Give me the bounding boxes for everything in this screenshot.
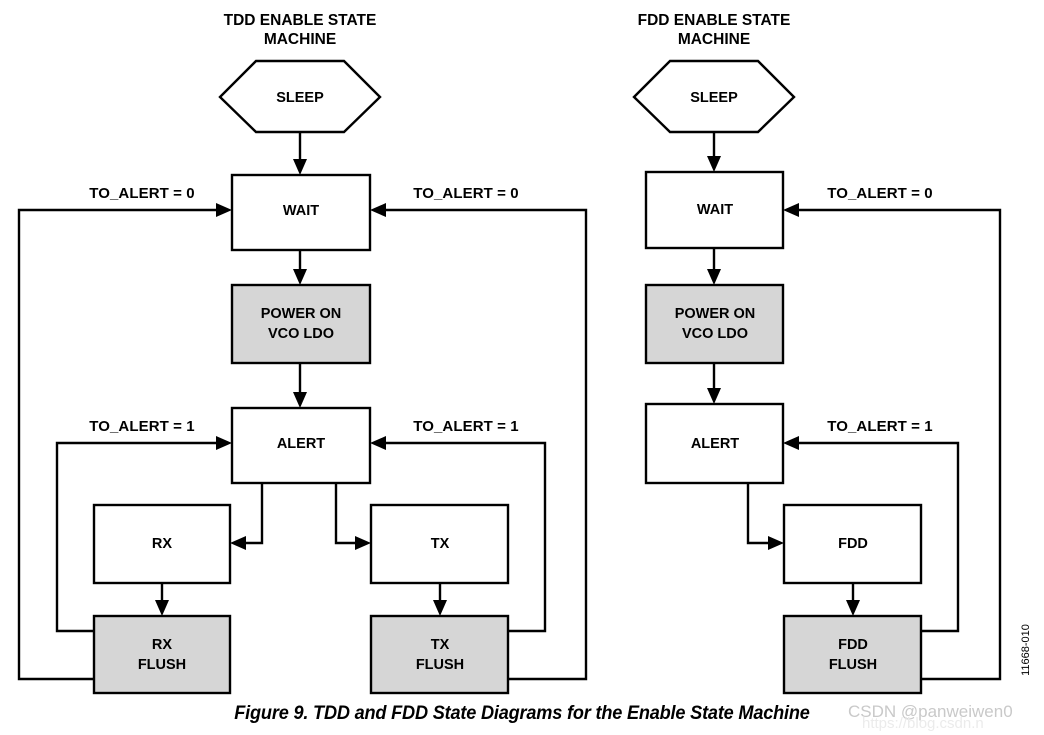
tdd-arrow-sleep-to-wait [293, 159, 307, 175]
fdd-arrow-poweron-to-alert [707, 388, 721, 404]
tdd-tx-label: TX [431, 536, 450, 552]
tdd-arrow-rxflush-to-alert [216, 436, 232, 450]
tdd-poweron-label-line2: VCO LDO [268, 326, 334, 342]
fdd-edge-label-alert-right: TO_ALERT = 1 [827, 418, 933, 435]
fdd-arrow-fddflush-to-alert [783, 436, 799, 450]
fdd-fddflush-label-line1: FDD [838, 637, 868, 653]
tdd-state-wait[interactable] [230, 173, 372, 252]
fdd-sleep-label: SLEEP [690, 90, 738, 106]
fdd-state-fdd[interactable] [782, 503, 923, 585]
tdd-edge-txflush-to-alert [382, 441, 547, 633]
tdd-arrow-txflush-to-alert [370, 436, 386, 450]
tdd-arrow-alert-to-tx [355, 536, 371, 550]
tdd-alert-label: ALERT [277, 436, 325, 452]
fdd-edge-fddflush-to-wait [795, 208, 1002, 681]
fdd-state-sleep[interactable] [632, 59, 796, 134]
tdd-state-rx[interactable] [92, 503, 232, 585]
tdd-arrow-rxflush-to-wait [216, 203, 232, 217]
tdd-txflush-label-line1: TX [431, 637, 450, 653]
figure-caption: Figure 9. TDD and FDD State Diagrams for… [234, 702, 810, 724]
tdd-rxflush-label-line1: RX [152, 637, 172, 653]
tdd-txflush-label-line2: FLUSH [416, 657, 464, 673]
tdd-edge-label-alert-left: TO_ALERT = 1 [89, 418, 195, 435]
fdd-title-line1: FDD ENABLE STATE [638, 12, 791, 29]
fdd-state-fdd-flush[interactable] [782, 614, 923, 695]
tdd-state-sleep[interactable] [218, 59, 382, 134]
fdd-state-power-on-vco-ldo[interactable] [644, 283, 785, 365]
fdd-arrow-fdd-to-fddflush [846, 600, 860, 616]
fdd-fdd-label: FDD [838, 536, 868, 552]
fdd-arrow-fddflush-to-wait [783, 203, 799, 217]
fdd-wait-label: WAIT [697, 202, 733, 218]
tdd-edge-alert-to-rx [242, 483, 264, 545]
tdd-arrow-txflush-to-wait [370, 203, 386, 217]
tdd-sleep-label: SLEEP [276, 90, 324, 106]
tdd-state-machine: TDD ENABLE STATE MACHINE SLEEP WAIT POWE… [17, 12, 588, 695]
tdd-edge-txflush-to-wait [382, 208, 588, 681]
fdd-fddflush-label-line2: FLUSH [829, 657, 877, 673]
fdd-state-machine: FDD ENABLE STATE MACHINE SLEEP WAIT POWE… [632, 12, 1002, 695]
fdd-arrow-alert-to-fdd [768, 536, 784, 550]
tdd-edge-label-alert-right: TO_ALERT = 1 [413, 418, 519, 435]
tdd-title-line1: TDD ENABLE STATE [224, 12, 377, 29]
tdd-state-tx-flush[interactable] [369, 614, 510, 695]
tdd-rx-label: RX [152, 536, 172, 552]
tdd-arrow-poweron-to-alert [293, 392, 307, 408]
fdd-alert-label: ALERT [691, 436, 739, 452]
tdd-arrow-rx-to-rxflush [155, 600, 169, 616]
tdd-arrow-wait-to-poweron [293, 269, 307, 285]
tdd-arrow-alert-to-rx [230, 536, 246, 550]
tdd-state-rx-flush[interactable] [92, 614, 232, 695]
fdd-state-alert[interactable] [644, 402, 785, 485]
fdd-title-line2: MACHINE [678, 31, 750, 48]
tdd-state-alert[interactable] [230, 406, 372, 485]
tdd-edge-rxflush-to-wait [17, 208, 220, 681]
figure-side-code-text: 11668-010 [1020, 624, 1032, 676]
tdd-state-power-on-vco-ldo[interactable] [230, 283, 372, 365]
tdd-edge-label-wait-left: TO_ALERT = 0 [89, 185, 195, 202]
fdd-edge-alert-to-fdd [746, 483, 772, 545]
tdd-wait-label: WAIT [283, 203, 319, 219]
fdd-arrow-wait-to-poweron [707, 269, 721, 285]
fdd-arrow-sleep-to-wait [707, 156, 721, 172]
fdd-edge-fddflush-to-alert [795, 441, 960, 633]
tdd-edge-label-wait-right: TO_ALERT = 0 [413, 185, 519, 202]
tdd-edge-rxflush-to-alert [55, 441, 220, 633]
fdd-poweron-label-line2: VCO LDO [682, 326, 748, 342]
tdd-title-line2: MACHINE [264, 31, 336, 48]
tdd-arrow-tx-to-txflush [433, 600, 447, 616]
tdd-edge-alert-to-tx [334, 483, 359, 545]
fdd-edge-label-wait-right: TO_ALERT = 0 [827, 185, 933, 202]
tdd-poweron-label-line1: POWER ON [261, 306, 342, 322]
fdd-poweron-label-line1: POWER ON [675, 306, 756, 322]
tdd-rxflush-label-line2: FLUSH [138, 657, 186, 673]
figure-side-code: 11668-010 [1020, 624, 1032, 676]
